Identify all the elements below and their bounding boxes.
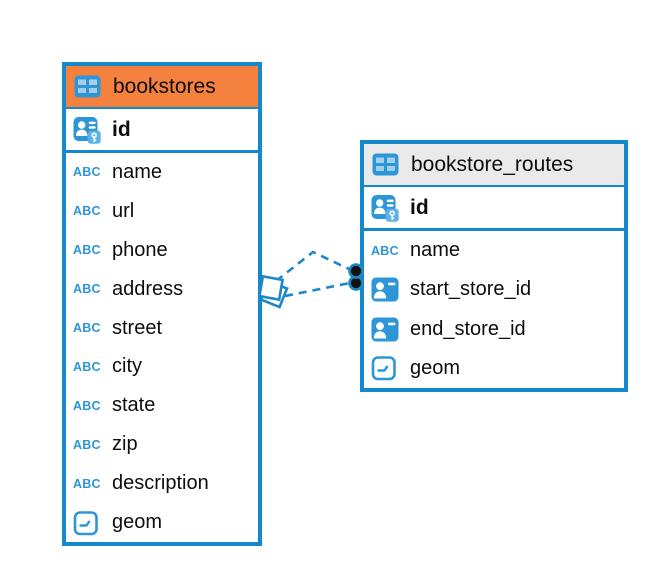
primary-key-icon (73, 116, 104, 144)
geometry-type-icon (371, 355, 402, 381)
table-icon (372, 153, 403, 176)
string-type-icon: ABC (73, 282, 101, 297)
relationship-dot-marker-upper[interactable] (348, 263, 364, 279)
column-name: street (112, 316, 163, 339)
relationship-diamond-marker-front[interactable] (257, 274, 285, 302)
column-row-routes-start-store-id[interactable]: start_store_id (364, 270, 624, 310)
string-type-icon: ABC (73, 321, 101, 336)
column-name: description (112, 472, 209, 495)
column-row-routes-name[interactable]: ABC name (364, 231, 624, 271)
relationship-connector (257, 250, 364, 309)
column-name: name (410, 239, 461, 262)
table-title: bookstore_routes (411, 152, 574, 176)
column-name: geom (410, 356, 461, 379)
column-row-bookstores-geom[interactable]: geom (66, 503, 258, 543)
column-name: city (112, 355, 142, 378)
column-name: url (112, 199, 135, 222)
column-name: start_store_id (410, 278, 532, 301)
columns-section: ABC name ABC url ABC phone ABC address A… (66, 153, 258, 543)
column-row-routes-end-store-id[interactable]: end_store_id (364, 309, 624, 349)
column-name: geom (112, 511, 163, 534)
entity-table-bookstore-routes[interactable]: bookstore_routes id ABC name (360, 140, 628, 392)
table-header-bookstores[interactable]: bookstores (66, 66, 258, 109)
column-name: end_store_id (410, 317, 526, 340)
table-title: bookstores (113, 74, 216, 98)
column-row-routes-id[interactable]: id (364, 187, 624, 231)
string-type-icon: ABC (73, 165, 101, 180)
column-name: name (112, 160, 163, 183)
entity-table-bookstores[interactable]: bookstores id ABC name (62, 62, 262, 546)
column-name: id (410, 195, 429, 219)
relationship-line-start-store[interactable] (275, 250, 352, 283)
column-row-bookstores-url[interactable]: ABC url (66, 191, 258, 231)
relationship-line-end-store[interactable] (284, 281, 351, 298)
column-name: address (112, 277, 184, 300)
column-row-bookstores-address[interactable]: ABC address (66, 269, 258, 309)
geometry-type-icon (73, 510, 104, 536)
column-row-bookstores-phone[interactable]: ABC phone (66, 230, 258, 270)
primary-key-icon (371, 194, 402, 222)
table-icon (74, 75, 105, 98)
string-type-icon: ABC (73, 437, 101, 452)
string-type-icon: ABC (73, 476, 101, 491)
foreign-key-icon (371, 317, 402, 342)
column-row-bookstores-id[interactable]: id (66, 109, 258, 153)
string-type-icon: ABC (73, 359, 101, 374)
column-row-bookstores-state[interactable]: ABC state (66, 386, 258, 426)
column-row-bookstores-city[interactable]: ABC city (66, 347, 258, 387)
column-name: phone (112, 238, 168, 261)
string-type-icon: ABC (371, 243, 399, 258)
column-name: zip (112, 433, 138, 456)
column-row-bookstores-name[interactable]: ABC name (66, 153, 258, 192)
string-type-icon: ABC (73, 204, 101, 219)
column-name: state (112, 394, 156, 417)
table-header-bookstore-routes[interactable]: bookstore_routes (364, 144, 624, 187)
column-name: id (112, 117, 131, 141)
column-row-bookstores-description[interactable]: ABC description (66, 464, 258, 504)
string-type-icon: ABC (73, 243, 101, 258)
columns-section: ABC name start_store_id (364, 231, 624, 388)
column-row-routes-geom[interactable]: geom (364, 348, 624, 388)
column-row-bookstores-street[interactable]: ABC street (66, 308, 258, 348)
column-row-bookstores-zip[interactable]: ABC zip (66, 425, 258, 465)
string-type-icon: ABC (73, 398, 101, 413)
foreign-key-icon (371, 277, 402, 302)
